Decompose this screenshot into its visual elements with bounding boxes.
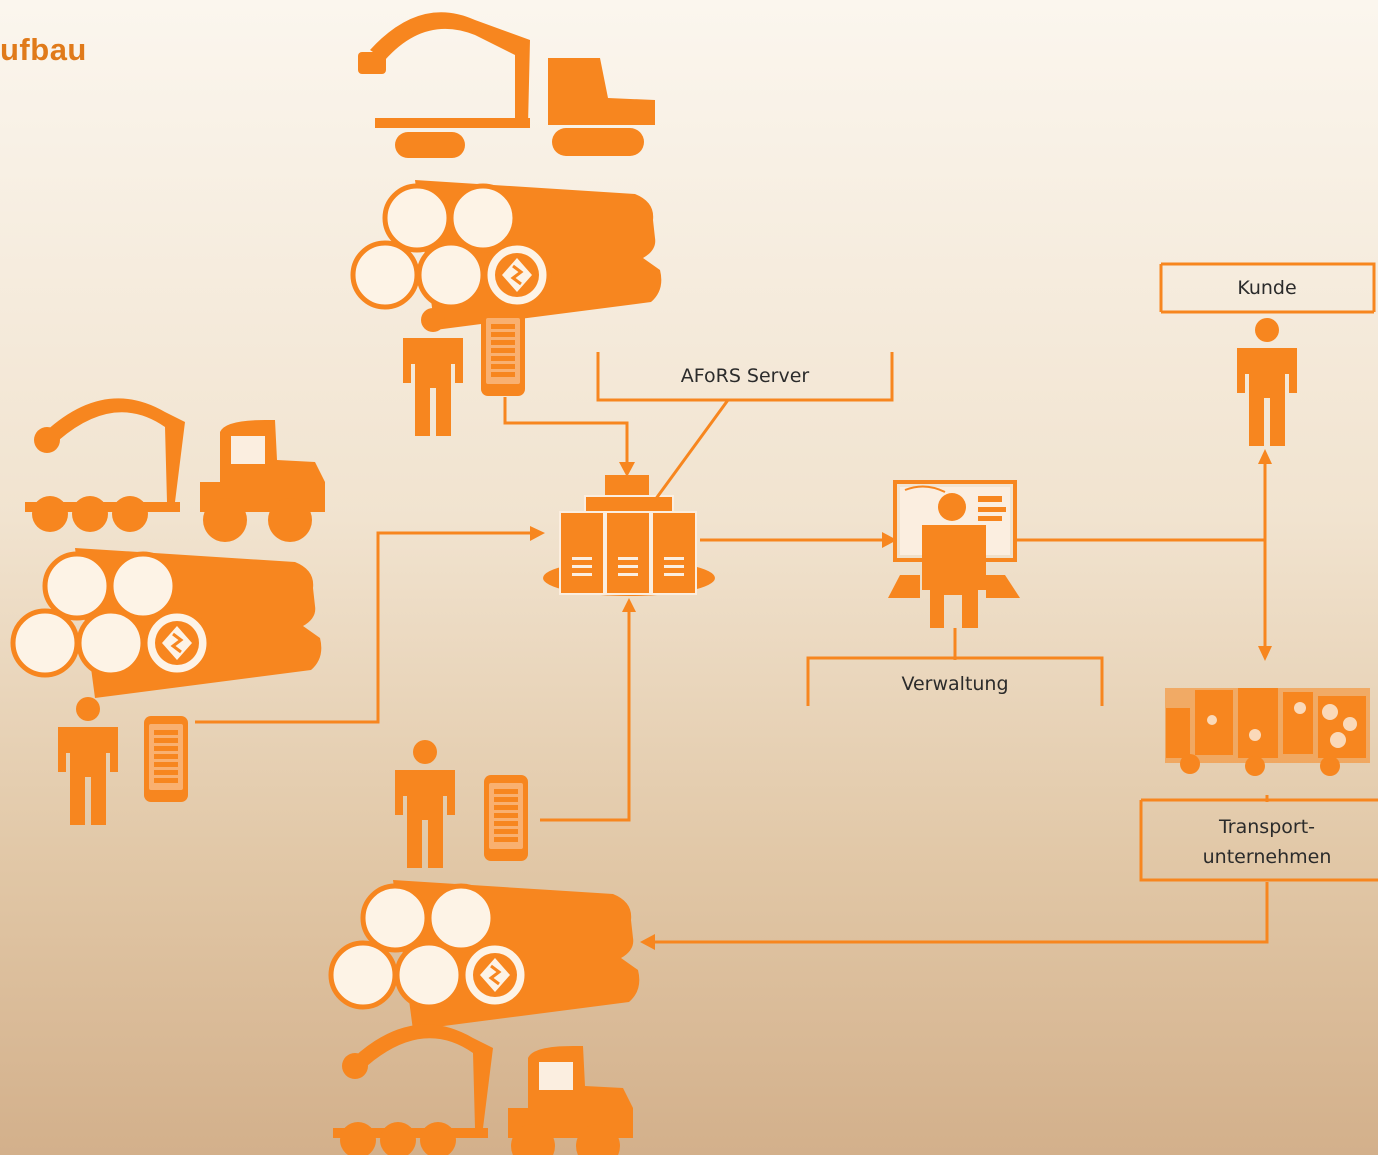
log-pile-icon xyxy=(331,880,639,1030)
arrow-right-to-server xyxy=(530,526,545,541)
forwarder-icon xyxy=(25,398,325,542)
server-node: AFoRS Server xyxy=(543,352,894,596)
person-icon xyxy=(1237,318,1297,446)
arrow-down-to-transport xyxy=(1258,646,1272,661)
connector-top-site-to-server xyxy=(503,397,629,466)
server-label: AFoRS Server xyxy=(681,365,810,387)
connector-left-site-to-server xyxy=(195,531,533,724)
admin-node: Verwaltung xyxy=(806,480,1104,706)
admin-label: Verwaltung xyxy=(901,673,1008,695)
site-left xyxy=(13,398,325,825)
connector-bottom-site-to-server xyxy=(540,612,631,822)
workstation-user-icon xyxy=(888,480,1020,628)
forwarder-icon xyxy=(333,1024,633,1155)
smartphone-icon xyxy=(481,310,525,396)
arrow-down-to-server xyxy=(619,462,635,477)
page-title: ufbau xyxy=(0,32,87,67)
transport-label-line2: unternehmen xyxy=(1203,846,1332,868)
transport-label-line1: Transport- xyxy=(1218,816,1315,838)
site-top xyxy=(353,12,661,436)
worker-icon xyxy=(58,697,118,825)
arrowheads xyxy=(530,449,1272,950)
site-bottom xyxy=(331,740,639,1155)
arrow-right-to-admin xyxy=(882,532,897,548)
customer-node: Kunde xyxy=(1159,262,1376,446)
smartphone-icon xyxy=(144,716,188,802)
log-pile-icon xyxy=(353,180,661,330)
arrow-up-to-server xyxy=(622,598,636,612)
customer-label: Kunde xyxy=(1237,277,1296,299)
log-pile-icon xyxy=(13,548,321,698)
connector-transport-to-bottom-site xyxy=(652,882,1269,944)
smartphone-icon xyxy=(484,775,528,861)
connectors xyxy=(195,397,1269,944)
arrow-left-to-bottom-site xyxy=(640,934,655,950)
worker-icon xyxy=(395,740,455,868)
server-cluster-icon xyxy=(543,475,715,596)
transport-node: Transport- unternehmen xyxy=(1139,688,1378,882)
arrow-up-to-customer xyxy=(1258,449,1272,464)
harvester-icon xyxy=(358,12,655,158)
timber-truck-icon xyxy=(1165,688,1370,776)
